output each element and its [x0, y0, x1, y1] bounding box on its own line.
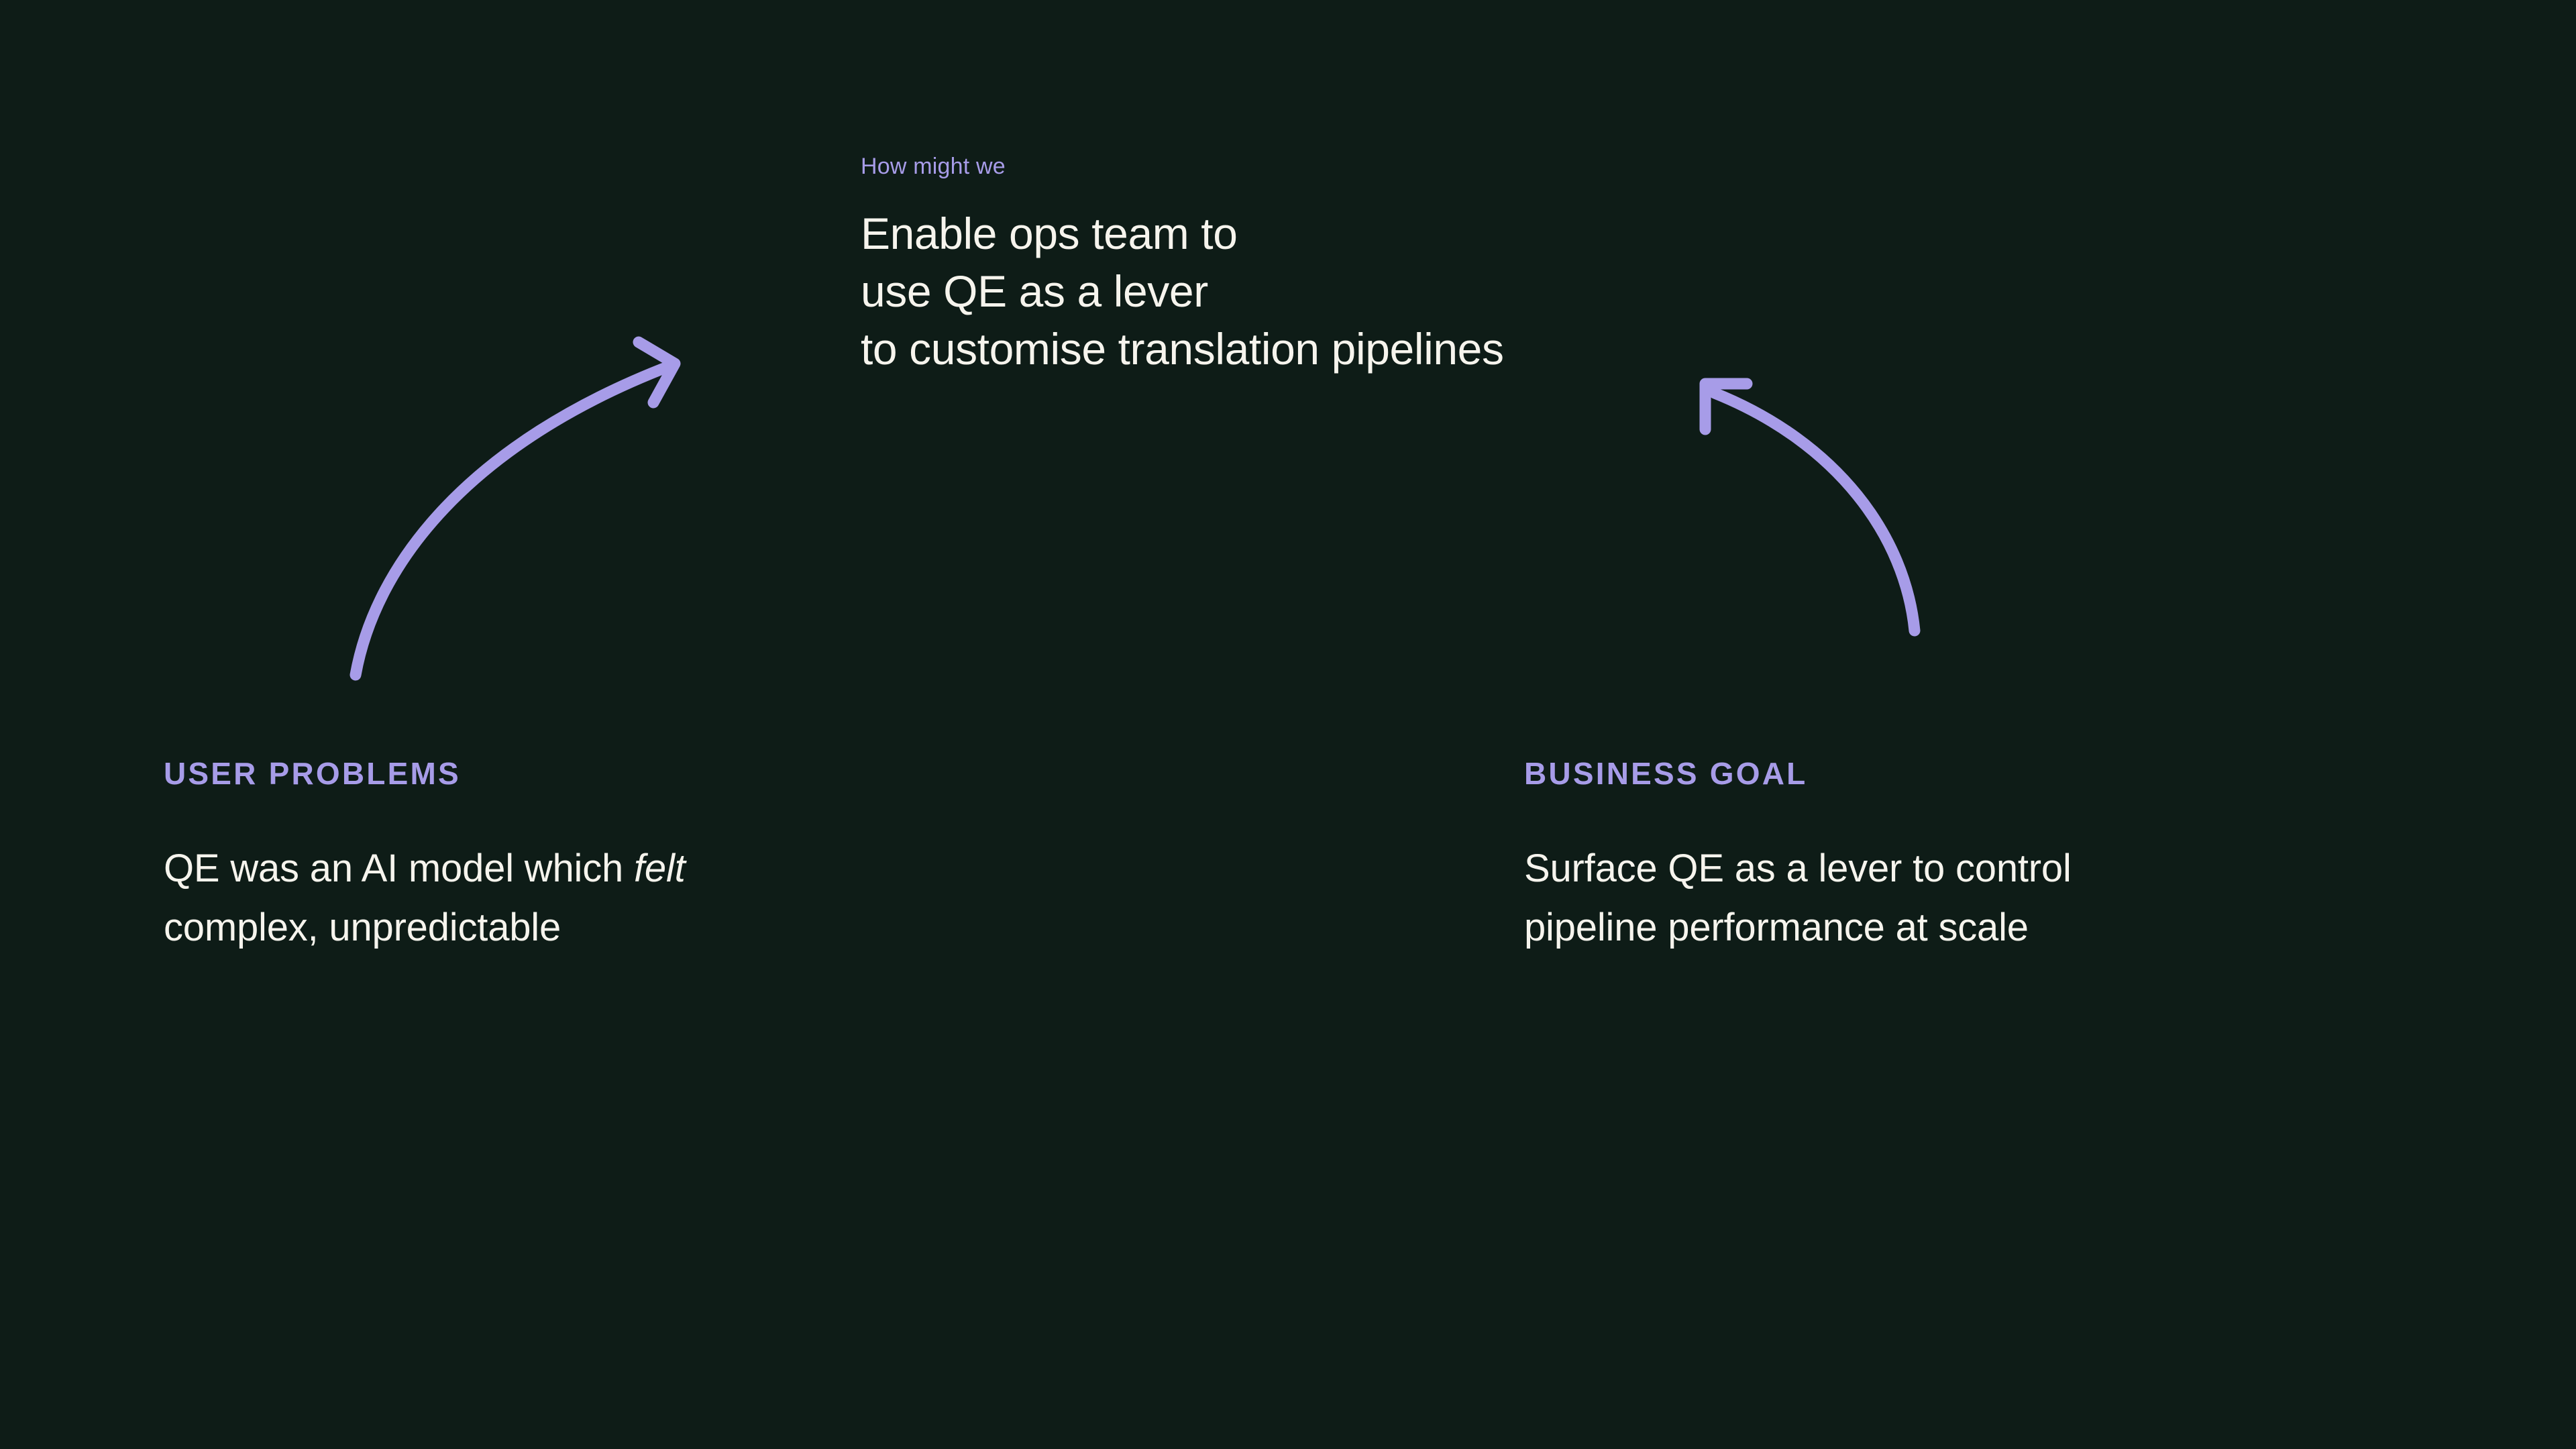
arrow-user-problems-to-hmw — [350, 336, 681, 681]
how-might-we-statement: Enable ops team to use QE as a lever to … — [861, 205, 1800, 378]
business-goal-heading: BUSINESS GOAL — [1524, 756, 1808, 791]
business-goal-body-line: pipeline performance at scale — [1524, 898, 2396, 957]
business-goal-body-line: Surface QE as a lever to control — [1524, 839, 2396, 898]
body-text: complex, unpredictable — [164, 905, 561, 949]
user-problems-body-line: complex, unpredictable — [164, 898, 1036, 957]
body-text: Surface QE as a lever to control — [1524, 846, 2072, 890]
hmw-statement-line: Enable ops team to — [861, 208, 1238, 258]
body-text: pipeline performance at scale — [1524, 905, 2029, 949]
arrow-business-goal-to-hmw — [1699, 378, 1921, 637]
user-problems-column: USER PROBLEMS QE was an AI model which f… — [164, 757, 1036, 957]
business-goal-column: BUSINESS GOAL Surface QE as a lever to c… — [1524, 757, 2396, 957]
how-might-we-block: How might we Enable ops team to use QE a… — [861, 153, 1800, 378]
hmw-statement-line: to customise translation pipelines — [861, 323, 1504, 374]
body-text: QE was an AI model which — [164, 846, 634, 890]
how-might-we-label: How might we — [861, 154, 1006, 179]
business-goal-body: Surface QE as a lever to control pipelin… — [1524, 839, 2396, 957]
hmw-statement-line: use QE as a lever — [861, 266, 1208, 316]
user-problems-body-line: QE was an AI model which felt — [164, 839, 1036, 898]
user-problems-heading: USER PROBLEMS — [164, 756, 461, 791]
body-emphasis: felt — [634, 846, 686, 890]
user-problems-body: QE was an AI model which felt complex, u… — [164, 839, 1036, 957]
